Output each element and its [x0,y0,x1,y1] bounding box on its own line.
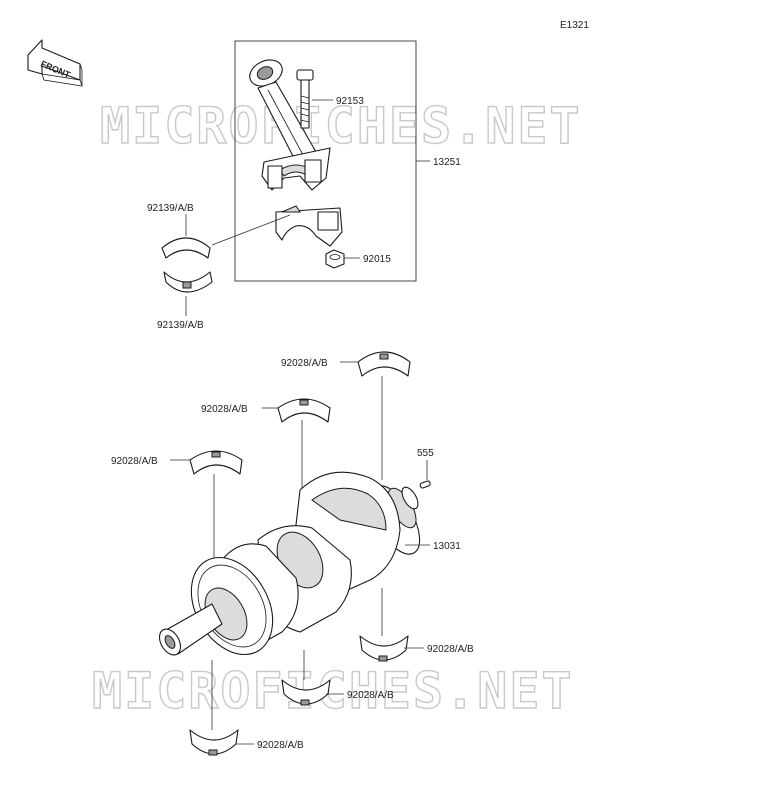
main-bearing-bottom-right [359,635,409,662]
diagram-code: E1321 [560,20,589,31]
label-92028-top-middle: 92028/A/B [201,404,248,415]
conrod-bolt [296,69,314,129]
watermark-top: MICROFICHES.NET [100,97,582,155]
label-92028-top-right: 92028/A/B [281,358,328,369]
main-bearing-top-middle [277,398,331,423]
conrod-nut [325,249,345,269]
dowel-pin [419,480,431,489]
label-92015: 92015 [363,254,391,265]
label-92028-bottom-middle: 92028/A/B [347,690,394,701]
crankshaft [158,471,421,656]
conrod-bearing-upper [161,237,211,259]
connecting-rod [249,59,331,191]
main-bearing-top-left [189,450,243,475]
leader-bearing-to-cap [211,214,291,246]
conrod-cap [275,205,343,247]
front-arrow-icon: FRONT [27,39,83,87]
main-bearing-bottom-left [189,729,239,756]
label-92028-top-left: 92028/A/B [111,456,158,467]
label-92139-lower: 92139/A/B [157,320,204,331]
label-92139-upper: 92139/A/B [147,203,194,214]
watermark-bottom: MICROFICHES.NET [92,662,574,720]
label-13251: 13251 [433,157,461,168]
label-555: 555 [417,448,434,459]
label-92028-bottom-right: 92028/A/B [427,644,474,655]
label-13031: 13031 [433,541,461,552]
conrod-bearing-lower [163,271,213,293]
main-bearing-top-right [357,351,411,377]
label-92153: 92153 [336,96,364,107]
label-92028-bottom-left: 92028/A/B [257,740,304,751]
